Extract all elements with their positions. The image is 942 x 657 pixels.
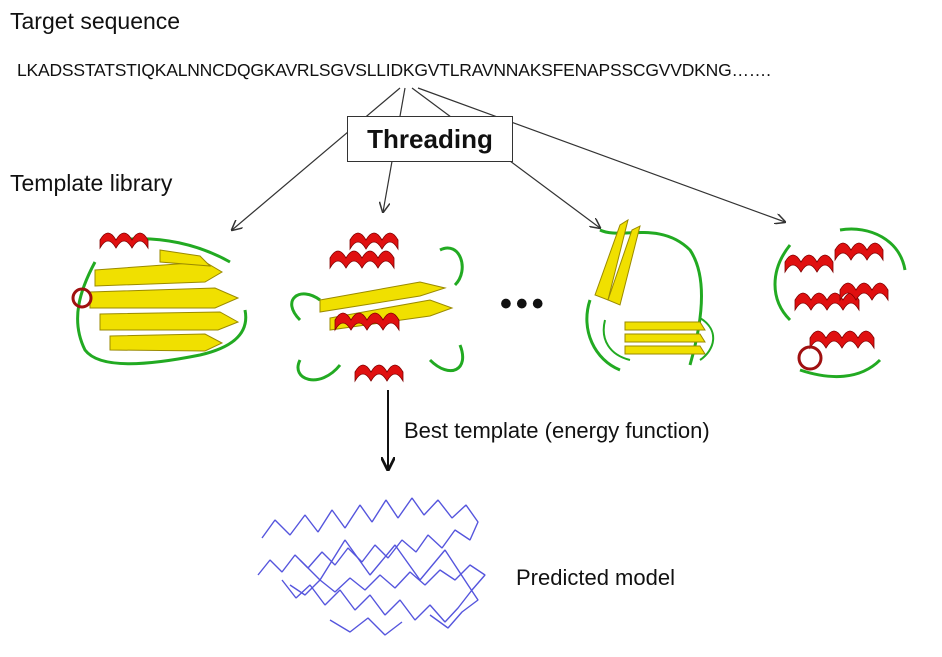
beta-sandwich-protein-icon (71, 232, 248, 366)
best-template-label: Best template (energy function) (404, 418, 710, 443)
threading-box: Threading (347, 116, 513, 162)
target-sequence-title: Target sequence (10, 8, 181, 34)
threading-label: Threading (367, 123, 493, 154)
template-library-title: Template library (10, 170, 173, 196)
target-sequence: LKADSSTATSTIQKALNNCDQGKAVRLSGVSLLIDKGVTL… (17, 60, 771, 80)
c-alpha-trace-model-icon (257, 497, 486, 636)
predicted-model-label: Predicted model (516, 565, 675, 590)
beta-helix-protein-icon (585, 218, 715, 372)
alpha-beta-protein-icon (290, 232, 465, 383)
more-templates-ellipsis: ••• (500, 285, 548, 323)
all-alpha-protein-icon (773, 227, 907, 379)
arrow-to-template-4 (417, 87, 785, 222)
arrow-to-template-1 (232, 87, 401, 230)
